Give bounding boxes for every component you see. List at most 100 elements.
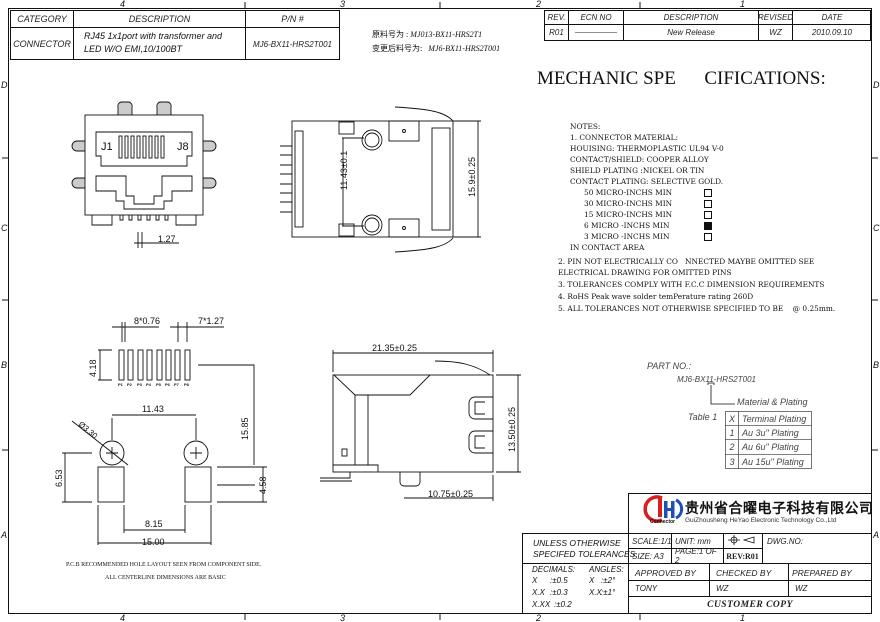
- dimension-height: 13.50±0.25: [507, 407, 517, 452]
- note-2a: 2. PIN NOT ELECTRICALLY CO NNECTED MAYBE…: [558, 257, 815, 266]
- dimension-inner-gap: 8.15: [145, 519, 163, 529]
- decimal-format: X.X: [532, 588, 545, 597]
- note-5: 5. ALL TOLERANCES NOT OTHERWISE SPECIFIE…: [558, 304, 836, 313]
- pcb-note-2: ALL CENTERLINE DIMENSIONS ARE BASIC: [105, 575, 226, 581]
- dimension-hole-spacing: 11.43: [142, 404, 164, 414]
- row-label: C: [1, 223, 8, 233]
- note-contact-area: IN CONTACT AREA: [570, 243, 645, 252]
- pin-label: P4: [146, 382, 152, 387]
- changed-material-number: 变更后料号为: MJ6-BX11-HRS2T001: [372, 43, 500, 54]
- projection-symbol-icon: [728, 535, 755, 545]
- page-count: PAGE:1 OF 2: [675, 547, 717, 565]
- pcb-layout: [62, 322, 267, 545]
- dimension-outer-width: 15.00: [142, 537, 165, 547]
- scale: SCALE:1/1: [632, 536, 672, 546]
- pcb-note-1: P.C.B RECOMMENDED HOLE LAYOUT SEEN FROM …: [66, 562, 262, 568]
- dimension-depth: 15.85: [240, 417, 250, 440]
- part-no-leader: [707, 382, 735, 405]
- column-label: 2: [535, 0, 541, 9]
- changed-label: 变更后料号为:: [372, 44, 423, 53]
- note-4: 4. RoHS Peak wave solder temPerature rat…: [558, 292, 754, 301]
- angle-x: X:±2°: [589, 576, 615, 585]
- dimension-pin-span: 7*1.27: [198, 316, 224, 326]
- pcb-dimensions: 8*0.76 7*1.27 4.18 11.43 Ø3.30 6.53 15.8…: [54, 316, 268, 547]
- decimal-xxx: X.XX:±0.2: [532, 600, 572, 609]
- pin-label: P8: [184, 382, 190, 387]
- plating-table-code: 1: [729, 427, 735, 438]
- revision-description: New Release: [667, 28, 715, 37]
- part-no-value: MJ6-BX11-HRS2T001: [677, 375, 756, 384]
- plating-option: 3 MICRO -INCHS MIN: [584, 232, 670, 241]
- note-plating: CONTACT PLATING: SELECTIVE GOLD.: [570, 177, 724, 186]
- description-header: DESCRIPTION: [663, 13, 719, 22]
- original-label: 原料号为 :: [372, 30, 409, 39]
- header-description: DESCRIPTION: [128, 14, 191, 24]
- plating-table-value: Au 3u" Plating: [742, 427, 799, 438]
- row-label: B: [1, 360, 7, 370]
- jack-contacts: [118, 135, 165, 159]
- title-block-grid: [522, 493, 872, 614]
- dimension-outer: 15.9±0.25: [467, 157, 477, 197]
- header-category: CATEGORY: [17, 14, 67, 24]
- pin-label: P1: [118, 382, 124, 387]
- description-line2: LED W/O EMI,10/100BT: [84, 44, 183, 54]
- dwg-no: DWG.NO:: [767, 536, 803, 546]
- note-contact: CONTACT/SHIELD: COOPER ALLOY: [570, 155, 709, 164]
- category-value: CONNECTOR: [13, 39, 71, 49]
- original-value: MJ013-BX11-HRS2T1: [410, 30, 483, 39]
- decimal-format: X: [532, 576, 538, 585]
- dimension-hole-dia: Ø3.30: [77, 420, 100, 441]
- part-no-label: PART NO.:: [647, 361, 692, 371]
- header-pn: P/N #: [281, 14, 304, 24]
- revision-code: REV:R01: [726, 551, 759, 561]
- plating-table-value: Au 6u" Plating: [742, 442, 799, 452]
- angle-format: X: [589, 576, 595, 585]
- ecn-value: ———————: [575, 29, 617, 36]
- plating-checkbox-6-checked[interactable]: [704, 222, 712, 230]
- decimal-tolerance: :±0.3: [550, 588, 568, 597]
- note-housing: HOUISING: THERMOPLASTIC UL94 V-0: [570, 144, 724, 153]
- angles-label: ANGLES:: [589, 565, 624, 574]
- plating-table-code: 3: [729, 456, 735, 467]
- decimal-tolerance: :±0.2: [554, 600, 572, 609]
- revised-header: REVISED: [757, 13, 794, 22]
- original-material-number: 原料号为 : MJ013-BX11-HRS2T1: [372, 29, 482, 40]
- table-label: Table 1: [688, 412, 718, 422]
- decimal-tolerance: :±0.5: [550, 576, 568, 585]
- logo-text: Connector: [650, 519, 675, 525]
- decimals-label: DECIMALS:: [532, 565, 576, 574]
- revision-date: 2010.09.10: [811, 28, 853, 37]
- pin-label: P2: [127, 382, 133, 387]
- row-label: C: [873, 223, 880, 233]
- row-label: D: [1, 80, 8, 90]
- date-header: DATE: [821, 13, 843, 22]
- changed-value: MJ6-BX11-HRS2T001: [428, 44, 501, 53]
- plating-checkbox-30[interactable]: [704, 200, 712, 208]
- pin-label-j1: J1: [101, 141, 113, 153]
- plating-table-value: Au 15u" Plating: [742, 456, 804, 467]
- angle-format: X.X: [589, 588, 602, 597]
- company-name-cn: 贵州省合曜电子科技有限公司: [685, 500, 874, 516]
- dimension-front: 10.75±0.25: [428, 489, 473, 499]
- plating-table-header-x: X: [728, 413, 735, 424]
- plating-checkbox-15[interactable]: [704, 211, 712, 219]
- plating-table-code: 2: [729, 442, 735, 452]
- approved-by: TONY: [635, 584, 658, 593]
- company-logo-icon: [643, 495, 684, 523]
- column-label: 1: [740, 0, 745, 9]
- row-label: A: [0, 530, 7, 540]
- plating-option: 30 MICRO-INCHS MIN: [584, 199, 673, 208]
- revision-table-grid: [544, 10, 871, 41]
- plating-checkbox-3[interactable]: [704, 233, 712, 241]
- pn-value: MJ6-BX11-HRS2T001: [253, 39, 332, 49]
- plating-checkbox-50[interactable]: [704, 189, 712, 197]
- prepared-by: WZ: [795, 584, 808, 593]
- decimal-x: X :±0.5: [532, 576, 568, 585]
- angle-tolerance: :±1°: [601, 588, 616, 597]
- checked-by-label: CHECKED BY: [716, 567, 772, 578]
- row-label: B: [873, 360, 879, 370]
- pin-pads: [118, 349, 191, 381]
